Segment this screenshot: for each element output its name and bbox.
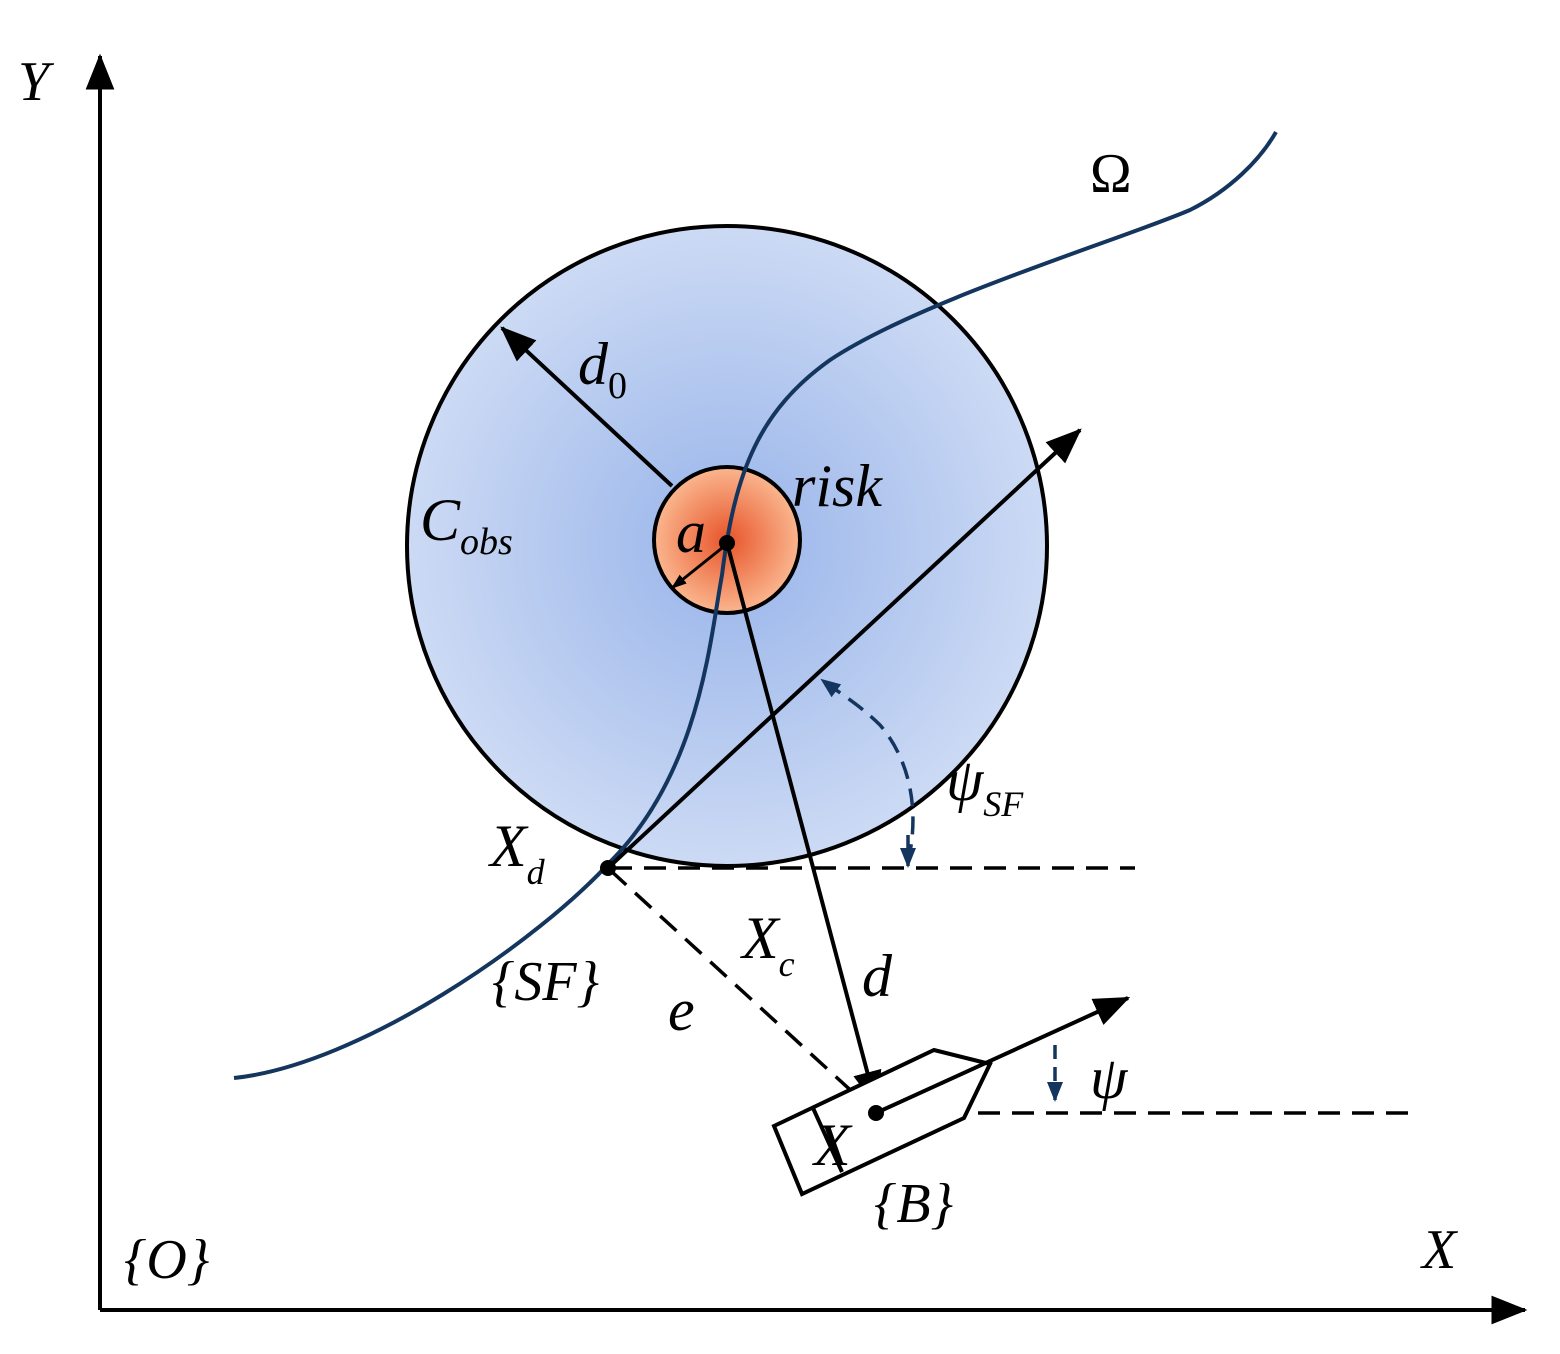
psi-sf-symbol: ψ bbox=[946, 747, 985, 813]
sf-frame-label: {SF} bbox=[492, 951, 599, 1013]
obstacle-center-point bbox=[719, 535, 735, 551]
distance-d-label: d bbox=[862, 943, 893, 1009]
cobs-subscript: obs bbox=[460, 521, 513, 563]
d0-radius-arrow bbox=[500, 326, 674, 488]
xc-symbol: X bbox=[740, 905, 781, 971]
vessel-x-label: X bbox=[812, 1112, 853, 1178]
vessel-point bbox=[868, 1105, 884, 1121]
psi-sf-angle-arc bbox=[820, 678, 915, 863]
path-omega-label: Ω bbox=[1090, 143, 1132, 205]
xd-point bbox=[600, 860, 616, 876]
d0-label: d0 bbox=[578, 331, 627, 407]
origin-frame-label: {O} bbox=[124, 1229, 209, 1291]
xc-label: Xc bbox=[740, 905, 795, 984]
psi-label: ψ bbox=[1090, 1045, 1129, 1111]
distance-arrow-d bbox=[725, 542, 882, 1108]
path-tangent-arrow bbox=[606, 428, 1082, 870]
error-dashed-e bbox=[608, 868, 872, 1110]
error-e-label: e bbox=[668, 977, 695, 1043]
cobs-symbol: C bbox=[420, 487, 461, 553]
d0-symbol: d bbox=[578, 331, 609, 397]
risk-label: risk bbox=[792, 453, 883, 519]
desired-path-omega bbox=[233, 131, 1278, 1080]
heading-arrow bbox=[875, 996, 1131, 1115]
d0-subscript: 0 bbox=[608, 365, 627, 407]
psi-sf-subscript: SF bbox=[983, 784, 1024, 824]
cobs-label: Cobs bbox=[420, 487, 513, 563]
risk-radius-arrow bbox=[670, 546, 723, 590]
center-a-label: a bbox=[676, 499, 706, 565]
xc-subscript: c bbox=[779, 944, 795, 984]
psi-sf-label: ψSF bbox=[946, 747, 1024, 824]
body-frame-label: {B} bbox=[874, 1173, 953, 1235]
x-axis-label: X bbox=[1420, 1219, 1459, 1281]
xd-label: Xd bbox=[488, 813, 546, 892]
vessel-stern-line bbox=[811, 1107, 844, 1173]
y-axis-label: Y bbox=[18, 51, 55, 113]
xd-subscript: d bbox=[527, 852, 546, 892]
xd-symbol: X bbox=[488, 813, 529, 879]
